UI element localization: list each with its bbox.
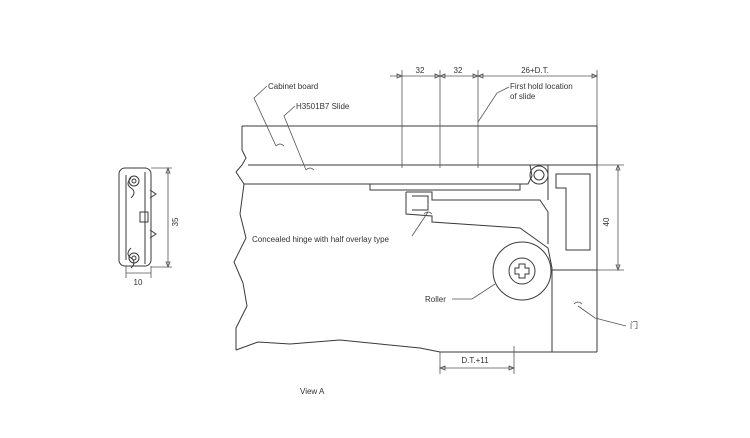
cabinet-assembly	[233, 125, 598, 353]
top-dimensions: 32 32 26+D.T.	[390, 66, 599, 168]
dim-40: 40	[602, 217, 611, 226]
label-first-hold-2: of slide	[510, 92, 536, 101]
callouts: Cabinet board H3501B7 Slide First hold l…	[252, 82, 638, 396]
dim-profile-width: 10	[134, 278, 143, 287]
dim-32-b: 32	[454, 66, 463, 75]
label-hinge: Concealed hinge with half overlay type	[252, 235, 390, 244]
dim-32-a: 32	[416, 66, 425, 75]
bottom-dimension: D.T.+11	[438, 346, 516, 374]
label-door: 门	[630, 320, 638, 330]
label-cabinet-board: Cabinet board	[268, 82, 318, 91]
label-slide: H3501B7 Slide	[296, 102, 350, 111]
dim-dt-11: D.T.+11	[461, 356, 489, 365]
label-roller: Roller	[425, 295, 446, 304]
dim-26-dt: 26+D.T.	[521, 66, 549, 75]
label-view-a: View A	[300, 387, 325, 396]
label-first-hold-1: First hold location	[510, 82, 573, 91]
right-dimension: 40	[597, 163, 624, 272]
dim-profile-height: 35	[171, 217, 180, 226]
slide-profile-section: 35 10	[118, 166, 180, 287]
